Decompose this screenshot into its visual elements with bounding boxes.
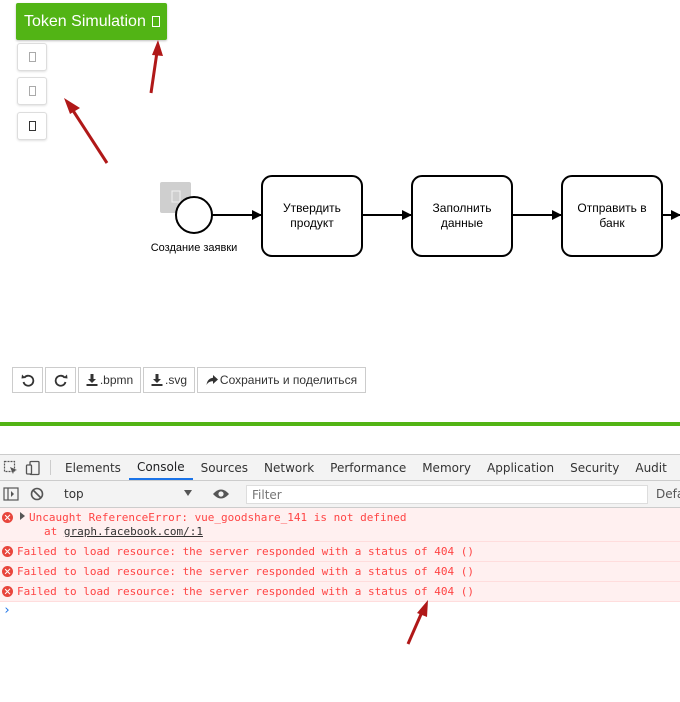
tab-elements[interactable]: Elements xyxy=(57,455,129,480)
task-label-line: Отправить в xyxy=(577,201,646,215)
show-sidebar-button[interactable] xyxy=(0,481,22,508)
tab-performance[interactable]: Performance xyxy=(322,455,414,480)
tab-audits[interactable]: Audit xyxy=(627,455,674,480)
bpmn-diagram: Создание заявки Утвердить продукт Заполн… xyxy=(151,175,680,257)
console-error-message: Failed to load resource: the server resp… xyxy=(0,562,680,582)
tab-label: Network xyxy=(264,460,315,475)
console-error-message: Failed to load resource: the server resp… xyxy=(0,582,680,602)
share-button[interactable]: Сохранить и поделиться xyxy=(197,367,366,393)
error-icon xyxy=(2,566,13,577)
tab-console[interactable]: Console xyxy=(128,455,193,480)
redo-button[interactable] xyxy=(45,367,76,393)
play-pause-icon xyxy=(28,52,36,62)
inspect-element-button[interactable] xyxy=(0,455,22,480)
log-icon xyxy=(28,121,36,131)
task-label-line: банк xyxy=(599,216,625,230)
download-icon xyxy=(86,374,98,386)
error-text: Failed to load resource: the server resp… xyxy=(17,585,474,598)
task-label-line: Заполнить xyxy=(433,201,492,215)
reset-simulation-button[interactable] xyxy=(17,77,47,105)
source-link[interactable]: graph.facebook.com/:1 xyxy=(63,525,203,538)
download-bpmn-button[interactable]: .bpmn xyxy=(78,367,141,393)
undo-icon xyxy=(21,374,34,387)
token-simulation-active-border xyxy=(0,422,680,426)
device-toggle-icon xyxy=(25,460,40,475)
download-bpmn-label: .bpmn xyxy=(99,373,134,387)
clear-console-button[interactable] xyxy=(26,481,48,508)
tab-label: Audit xyxy=(635,460,667,475)
start-event-label: Создание заявки xyxy=(151,242,238,254)
console-filter-input[interactable] xyxy=(246,485,648,504)
expand-triangle-icon[interactable] xyxy=(20,512,25,520)
inspect-icon xyxy=(3,460,17,474)
tab-security[interactable]: Security xyxy=(562,455,627,480)
task-fill-data[interactable] xyxy=(411,175,513,257)
tab-label: Sources xyxy=(200,460,249,475)
context-pad-glyph xyxy=(171,190,181,203)
token-simulation-label: Token Simulation xyxy=(24,12,146,30)
task-label-line: Утвердить xyxy=(283,201,341,215)
tab-label: Performance xyxy=(330,460,407,475)
error-icon xyxy=(2,586,13,597)
tab-memory[interactable]: Memory xyxy=(414,455,479,480)
task-label-line: продукт xyxy=(290,216,334,230)
io-toolbar: .bpmn .svg Сохранить и поделиться xyxy=(12,367,368,393)
sidebar-toggle-icon xyxy=(3,487,19,501)
share-label: Сохранить и поделиться xyxy=(219,373,358,387)
console-prompt[interactable]: › xyxy=(3,603,11,618)
device-toolbar-button[interactable] xyxy=(22,455,44,480)
tabbar-divider xyxy=(50,460,51,475)
tab-label: Console xyxy=(136,459,185,474)
console-error-message: Uncaught ReferenceError: vue_goodshare_1… xyxy=(0,508,680,542)
download-svg-label: .svg xyxy=(164,373,187,387)
play-pause-button[interactable] xyxy=(17,43,47,71)
task-send-to-bank[interactable] xyxy=(561,175,663,257)
console-error-message: Failed to load resource: the server resp… xyxy=(0,542,680,562)
tab-label: Memory xyxy=(422,460,472,475)
tab-label: Security xyxy=(570,460,620,475)
error-text: Uncaught ReferenceError: vue_goodshare_1… xyxy=(29,511,407,524)
tab-sources[interactable]: Sources xyxy=(193,455,256,480)
error-icon xyxy=(2,546,13,557)
tab-label: Elements xyxy=(65,460,121,475)
devtools-tabbar: Elements Console Sources Network Perform… xyxy=(0,454,680,481)
bpmn-modeler: Создание заявки Утвердить продукт Заполн… xyxy=(12,3,680,393)
error-text: Failed to load resource: the server resp… xyxy=(17,545,474,558)
clear-console-icon xyxy=(30,487,44,501)
undo-button[interactable] xyxy=(12,367,43,393)
download-icon xyxy=(151,374,163,386)
share-icon xyxy=(206,375,218,385)
eye-icon[interactable] xyxy=(212,488,230,500)
error-icon xyxy=(2,512,13,523)
chevron-down-icon xyxy=(184,490,192,496)
task-approve-product[interactable] xyxy=(261,175,363,257)
stack-prefix: at xyxy=(44,525,64,538)
download-svg-button[interactable]: .svg xyxy=(143,367,195,393)
toggle-off-icon xyxy=(151,16,160,27)
context-value: top xyxy=(64,487,84,501)
stack-trace-line: at graph.facebook.com/:1 xyxy=(17,525,680,539)
tab-network[interactable]: Network xyxy=(256,455,322,480)
error-text: Failed to load resource: the server resp… xyxy=(17,565,474,578)
log-levels-dropdown[interactable]: Defa xyxy=(656,487,680,501)
token-simulation-toggle-button[interactable]: Token Simulation xyxy=(16,3,167,40)
devtools-panel: Elements Console Sources Network Perform… xyxy=(0,454,680,702)
execution-context-select[interactable]: top xyxy=(58,485,198,503)
reset-icon xyxy=(28,86,36,96)
tab-application[interactable]: Application xyxy=(479,455,562,480)
tab-label: Application xyxy=(487,460,555,475)
redo-icon xyxy=(54,374,67,387)
task-label-line: данные xyxy=(441,216,484,230)
console-toolbar: top Defa xyxy=(0,481,680,508)
toggle-log-button[interactable] xyxy=(17,112,47,140)
start-event[interactable] xyxy=(175,196,213,234)
